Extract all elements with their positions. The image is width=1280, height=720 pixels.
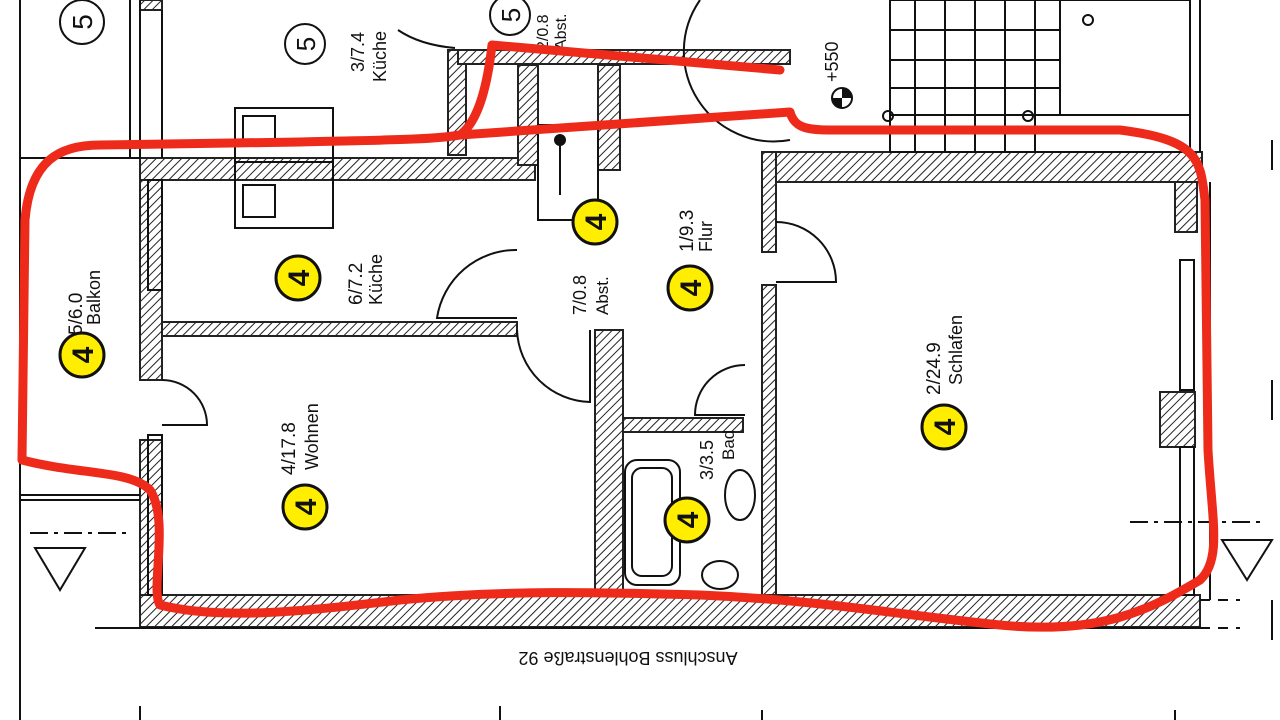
- schlafen-code: 2/24.9: [924, 342, 945, 395]
- balkon-code: 5/6.0: [66, 293, 87, 335]
- neighbor-abst-code: 2/0.8: [535, 14, 552, 50]
- badge-schlafen: 4: [920, 403, 968, 451]
- neighbor-unit-b: 5: [291, 37, 321, 51]
- badge-balkon: 4: [58, 331, 106, 379]
- svg-text:4: 4: [672, 511, 705, 528]
- badge-abst: 4: [571, 198, 619, 246]
- abst-code: 7/0.8: [570, 275, 590, 315]
- kueche-code: 6/7.2: [346, 263, 367, 305]
- svg-text:4: 4: [67, 346, 100, 363]
- doors: [161, 0, 838, 426]
- room-labels: 5/6.0 Balkon 6/7.2 Küche 4/17.8 Wohnen 7…: [66, 210, 966, 480]
- bad-code: 3/3.5: [697, 440, 717, 480]
- svg-text:4: 4: [290, 498, 323, 515]
- neighbor-labels: 5 5 5 3/7.4 Küche 2/0.8 Abst.: [59, 0, 570, 82]
- abst-name: Abst.: [593, 276, 612, 315]
- section-markers: [33, 539, 1274, 592]
- elevation-marker: +550: [822, 41, 853, 109]
- flur-name: Flur: [696, 221, 716, 252]
- svg-text:4: 4: [580, 213, 613, 230]
- flur-code: 1/9.3: [677, 210, 698, 252]
- neighbor-unit-a: 5: [67, 14, 98, 30]
- neighbor-unit-c: 5: [496, 8, 526, 22]
- badge-kueche: 4: [274, 254, 322, 302]
- bottom-marks: [139, 140, 1273, 720]
- elevation-text: +550: [822, 41, 842, 82]
- unit-outline: [17, 40, 1219, 632]
- badge-bad: 4: [663, 496, 711, 544]
- balkon-name: Balkon: [84, 270, 104, 325]
- badge-wohnen: 4: [281, 483, 329, 531]
- schlafen-name: Schlafen: [946, 315, 966, 385]
- unit-badges: 4 4 4 4 4 4 4: [58, 198, 968, 544]
- neighbor-kueche-code: 3/7.4: [348, 32, 368, 72]
- street-caption: Anschluss Bohlenstraße 92: [518, 648, 737, 668]
- neighbor-kueche-name: Küche: [370, 31, 390, 82]
- wohnen-code: 4/17.8: [279, 422, 300, 475]
- kueche-name: Küche: [366, 254, 386, 305]
- svg-text:4: 4: [283, 269, 316, 286]
- kitchen-fixtures: [234, 107, 599, 229]
- svg-text:4: 4: [929, 418, 962, 435]
- svg-text:4: 4: [675, 279, 708, 296]
- bad-name: Bad: [719, 430, 738, 460]
- neighbor-abst-name: Abst.: [553, 14, 570, 50]
- wohnen-name: Wohnen: [302, 403, 322, 470]
- badge-flur: 4: [666, 264, 714, 312]
